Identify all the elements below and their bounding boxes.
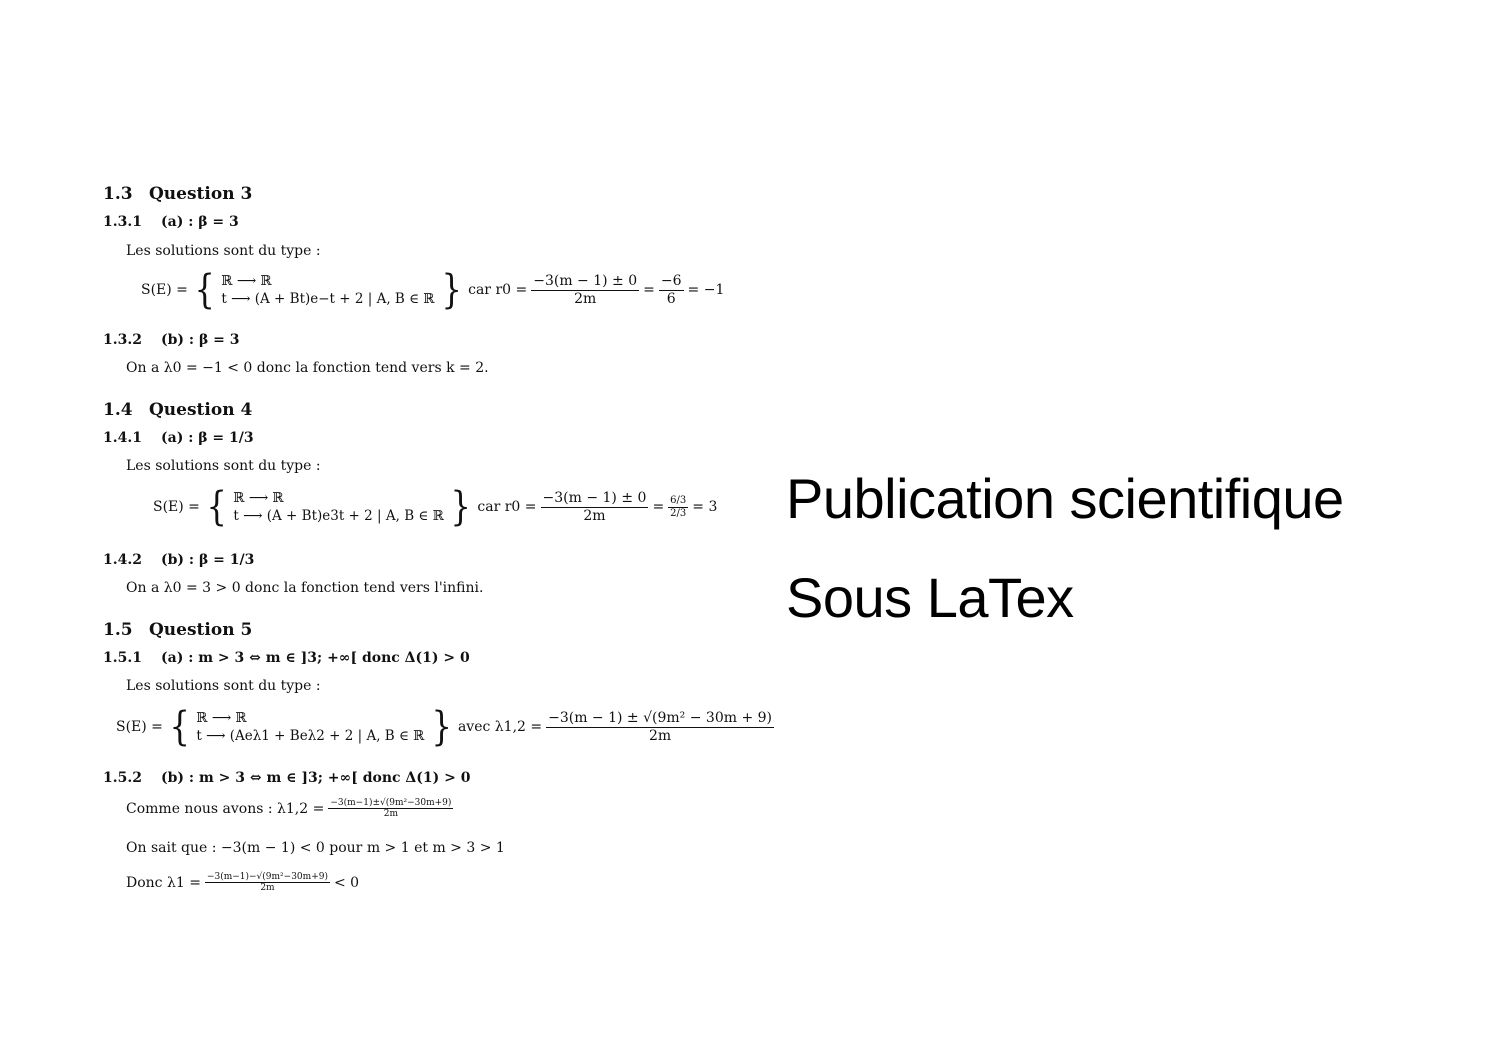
equation-text: avec λ1,2 = xyxy=(457,719,543,735)
fraction: 6/3 2/3 xyxy=(668,495,689,519)
mapping-row: ℝ ⟶ ℝ xyxy=(221,272,272,289)
equation-text: car r0 = xyxy=(468,282,528,298)
paragraph-text: Les solutions sont du type : xyxy=(126,458,321,474)
left-brace: { xyxy=(194,267,215,313)
fraction-numerator: −3(m−1)±√(9m²−30m+9) xyxy=(328,798,454,810)
fraction: −6 6 xyxy=(658,273,684,307)
fraction-numerator: −6 xyxy=(658,273,684,291)
paragraph-text: On a λ0 = −1 < 0 donc la fonction tend v… xyxy=(126,360,489,376)
subsection-title: (b) : β = 1/3 xyxy=(161,552,255,568)
fraction-denominator: 2m xyxy=(383,809,399,820)
fraction: −3(m−1)−√(9m²−30m+9) 2m xyxy=(204,872,330,894)
fraction-numerator: −3(m − 1) ± 0 xyxy=(540,490,649,508)
fraction: −3(m − 1) ± 0 2m xyxy=(531,273,640,307)
section-title: Question 5 xyxy=(149,620,253,640)
mapping-row: t ⟶ (Aeλ1 + Beλ2 + 2 | A, B ∈ ℝ xyxy=(196,728,425,744)
right-brace: } xyxy=(450,484,471,530)
caption-title: Publication scientifique xyxy=(786,467,1344,530)
right-brace: } xyxy=(441,267,462,313)
caption-subtitle: Sous LaTex xyxy=(786,566,1074,629)
section-number: 1.4 xyxy=(103,400,133,420)
paragraph-text: < 0 xyxy=(333,874,360,891)
subsection-number: 1.5.2 xyxy=(103,770,142,786)
section-heading-1-4: 1.4 Question 4 xyxy=(103,400,252,420)
equation-solution-set-1: S(E) = { ℝ ⟶ ℝ t ⟶ (A + Bt)e−t + 2 | A, … xyxy=(141,270,724,310)
section-number: 1.3 xyxy=(103,184,133,204)
subsection-heading-1-4-1: 1.4.1 (a) : β = 1/3 xyxy=(103,430,254,446)
subsection-heading-1-5-1: 1.5.1 (a) : m > 3 ⇔ m ∈ ]3; +∞[ donc Δ(1)… xyxy=(103,650,470,666)
equation-solution-set-2: S(E) = { ℝ ⟶ ℝ t ⟶ (A + Bt)e3t + 2 | A, … xyxy=(153,487,717,527)
equation-lhs: S(E) = xyxy=(116,719,163,735)
section-title: Question 3 xyxy=(149,184,253,204)
fraction-numerator: −3(m−1)−√(9m²−30m+9) xyxy=(204,872,330,884)
fraction-denominator: 2m xyxy=(583,507,606,524)
subsection-heading-1-4-2: 1.4.2 (b) : β = 1/3 xyxy=(103,552,254,568)
subsection-heading-1-5-2: 1.5.2 (b) : m > 3 ⇔ m ∈ ]3; +∞[ donc Δ(1)… xyxy=(103,770,470,786)
subsection-heading-1-3-1: 1.3.1 (a) : β = 3 xyxy=(103,214,239,230)
section-heading-1-3: 1.3 Question 3 xyxy=(103,184,252,204)
section-heading-1-5: 1.5 Question 5 xyxy=(103,620,252,640)
equation-text: = xyxy=(643,282,655,298)
equation-lhs: S(E) = xyxy=(153,499,200,515)
mapping-row: t ⟶ (A + Bt)e−t + 2 | A, B ∈ ℝ xyxy=(221,291,435,307)
equation-solution-set-3: S(E) = { ℝ ⟶ ℝ t ⟶ (Aeλ1 + Beλ2 + 2 | A,… xyxy=(116,704,775,750)
subsection-title: (a) : β = 1/3 xyxy=(161,430,254,446)
mapping-row: ℝ ⟶ ℝ xyxy=(196,709,247,726)
right-brace: } xyxy=(431,704,452,750)
subsection-number: 1.5.1 xyxy=(103,650,142,666)
paragraph-text: Donc λ1 = xyxy=(126,874,201,891)
brace-rows: ℝ ⟶ ℝ t ⟶ (A + Bt)e3t + 2 | A, B ∈ ℝ xyxy=(233,489,444,525)
equation-lhs: S(E) = xyxy=(141,282,188,298)
subsection-number: 1.3.1 xyxy=(103,214,142,230)
fraction-numerator: 6/3 xyxy=(668,495,689,508)
mapping-row: ℝ ⟶ ℝ xyxy=(233,489,284,506)
subsection-number: 1.4.2 xyxy=(103,552,142,568)
subsection-number: 1.3.2 xyxy=(103,332,142,348)
subsection-heading-1-3-2: 1.3.2 (b) : β = 3 xyxy=(103,332,239,348)
equation-text: = xyxy=(652,499,665,515)
subsection-title: (a) : β = 3 xyxy=(161,214,239,230)
fraction-denominator: 2m xyxy=(648,727,672,744)
fraction-denominator: 2m xyxy=(574,290,597,307)
fraction-denominator: 6 xyxy=(666,290,676,307)
fraction-numerator: −3(m − 1) ± 0 xyxy=(531,273,640,291)
left-brace: { xyxy=(169,704,190,750)
fraction-denominator: 2/3 xyxy=(670,507,687,519)
brace-rows: ℝ ⟶ ℝ t ⟶ (Aeλ1 + Beλ2 + 2 | A, B ∈ ℝ xyxy=(196,709,424,745)
paragraph-comme-nous-avons: Comme nous avons : λ1,2 = −3(m−1)±√(9m²−… xyxy=(126,798,454,820)
fraction: −3(m−1)±√(9m²−30m+9) 2m xyxy=(328,798,454,820)
subsection-number: 1.4.1 xyxy=(103,430,142,446)
paragraph-text: On a λ0 = 3 > 0 donc la fonction tend ve… xyxy=(126,580,484,596)
paragraph-donc: Donc λ1 = −3(m−1)−√(9m²−30m+9) 2m < 0 xyxy=(126,872,359,894)
subsection-title: (a) : m > 3 ⇔ m ∈ ]3; +∞[ donc Δ(1) > 0 xyxy=(161,650,470,666)
brace-rows: ℝ ⟶ ℝ t ⟶ (A + Bt)e−t + 2 | A, B ∈ ℝ xyxy=(221,272,434,308)
paragraph-text: On sait que : −3(m − 1) < 0 pour m > 1 e… xyxy=(126,840,505,856)
fraction: −3(m − 1) ± 0 2m xyxy=(540,490,649,524)
equation-text: = −1 xyxy=(687,282,725,298)
latex-document-excerpt: 1.3 Question 3 1.3.1 (a) : β = 3 Les solut… xyxy=(103,184,775,894)
mapping-row: t ⟶ (A + Bt)e3t + 2 | A, B ∈ ℝ xyxy=(233,508,444,524)
left-brace: { xyxy=(206,484,227,530)
fraction: −3(m − 1) ± √(9m² − 30m + 9) 2m xyxy=(546,710,775,744)
paragraph-text: Comme nous avons : λ1,2 = xyxy=(126,800,325,817)
paragraph-text: Les solutions sont du type : xyxy=(126,678,321,694)
equation-text: car r0 = xyxy=(477,499,537,515)
subsection-title: (b) : m > 3 ⇔ m ∈ ]3; +∞[ donc Δ(1) > 0 xyxy=(161,770,471,786)
fraction-denominator: 2m xyxy=(260,883,275,894)
section-title: Question 4 xyxy=(149,400,253,420)
paragraph-text: Les solutions sont du type : xyxy=(126,243,321,259)
equation-text: = 3 xyxy=(692,499,718,515)
section-number: 1.5 xyxy=(103,620,133,640)
subsection-title: (b) : β = 3 xyxy=(161,332,240,348)
fraction-numerator: −3(m − 1) ± √(9m² − 30m + 9) xyxy=(546,710,775,728)
